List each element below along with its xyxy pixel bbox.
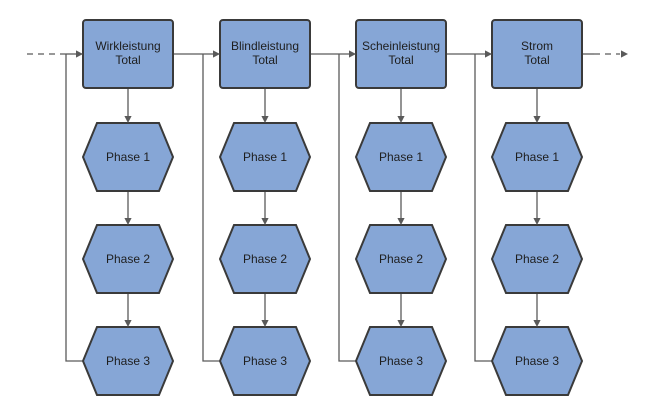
- phase-node-col3-3: Phase 3: [354, 326, 448, 396]
- phase-label: Phase 1: [243, 150, 287, 164]
- phase-node-col2-1: Phase 1: [218, 122, 312, 192]
- down-arrow-col3-3: [397, 320, 405, 327]
- loop-connector-col2: [202, 54, 220, 362]
- flow-arrow-3-to-4: [485, 50, 492, 58]
- down-arrow-col4-2: [533, 218, 541, 225]
- down-arrow-col4-3: [533, 320, 541, 327]
- loop-connector-col4: [474, 54, 492, 362]
- phase-hexagon-shape: [354, 224, 448, 294]
- connectors: [27, 53, 620, 362]
- phase-hexagon-shape: [490, 224, 584, 294]
- header-label: Wirkleistung: [95, 39, 160, 53]
- phase-node-col4-2: Phase 2: [490, 224, 584, 294]
- header-label: Total: [252, 53, 277, 67]
- phase-label: Phase 2: [243, 252, 287, 266]
- down-arrow-col2-3: [261, 320, 269, 327]
- exit-arrow: [621, 50, 628, 58]
- loop-connector-col3: [338, 54, 356, 362]
- down-arrow-col2-2: [261, 218, 269, 225]
- phase-label: Phase 3: [515, 354, 559, 368]
- header-label: Total: [115, 53, 140, 67]
- phase-hexagon-shape: [81, 326, 175, 396]
- phase-node-col3-2: Phase 2: [354, 224, 448, 294]
- phase-node-col4-3: Phase 3: [490, 326, 584, 396]
- phase-label: Phase 2: [515, 252, 559, 266]
- phase-label: Phase 1: [379, 150, 423, 164]
- down-arrow-col4-1: [533, 116, 541, 123]
- phase-label: Phase 1: [106, 150, 150, 164]
- phase-label: Phase 2: [106, 252, 150, 266]
- phase-hexagon-shape: [81, 122, 175, 192]
- header-label: Total: [524, 53, 549, 67]
- phase-hexagon-shape: [81, 224, 175, 294]
- header-label: Total: [388, 53, 413, 67]
- loop-connector-col1: [65, 54, 83, 362]
- flow-arrow-1-to-2: [213, 50, 220, 58]
- down-arrow-col3-2: [397, 218, 405, 225]
- flow-arrow-2-to-3: [349, 50, 356, 58]
- phase-node-col2-2: Phase 2: [218, 224, 312, 294]
- phase-node-col1-3: Phase 3: [81, 326, 175, 396]
- phase-hexagon-shape: [218, 326, 312, 396]
- phase-node-col2-3: Phase 3: [218, 326, 312, 396]
- phase-label: Phase 3: [379, 354, 423, 368]
- phase-label: Phase 3: [106, 354, 150, 368]
- phase-node-col1-1: Phase 1: [81, 122, 175, 192]
- header-label: Scheinleistung: [362, 39, 440, 53]
- down-arrow-col1-1: [124, 116, 132, 123]
- header-label: Strom: [521, 39, 553, 53]
- phase-hexagon-shape: [490, 326, 584, 396]
- phase-hexagon-shape: [354, 122, 448, 192]
- phase-node-col4-1: Phase 1: [490, 122, 584, 192]
- phase-hexagon-shape: [218, 122, 312, 192]
- phase-hexagon-shape: [490, 122, 584, 192]
- header-label: Blindleistung: [231, 39, 299, 53]
- phase-label: Phase 1: [515, 150, 559, 164]
- phase-hexagon-shape: [354, 326, 448, 396]
- phase-node-col1-2: Phase 2: [81, 224, 175, 294]
- down-arrow-col3-1: [397, 116, 405, 123]
- down-arrow-col1-2: [124, 218, 132, 225]
- phase-label: Phase 2: [379, 252, 423, 266]
- entry-arrow: [76, 50, 83, 58]
- phase-label: Phase 3: [243, 354, 287, 368]
- phase-hexagon-shape: [218, 224, 312, 294]
- down-arrow-col2-1: [261, 116, 269, 123]
- down-arrow-col1-3: [124, 320, 132, 327]
- phase-node-col3-1: Phase 1: [354, 122, 448, 192]
